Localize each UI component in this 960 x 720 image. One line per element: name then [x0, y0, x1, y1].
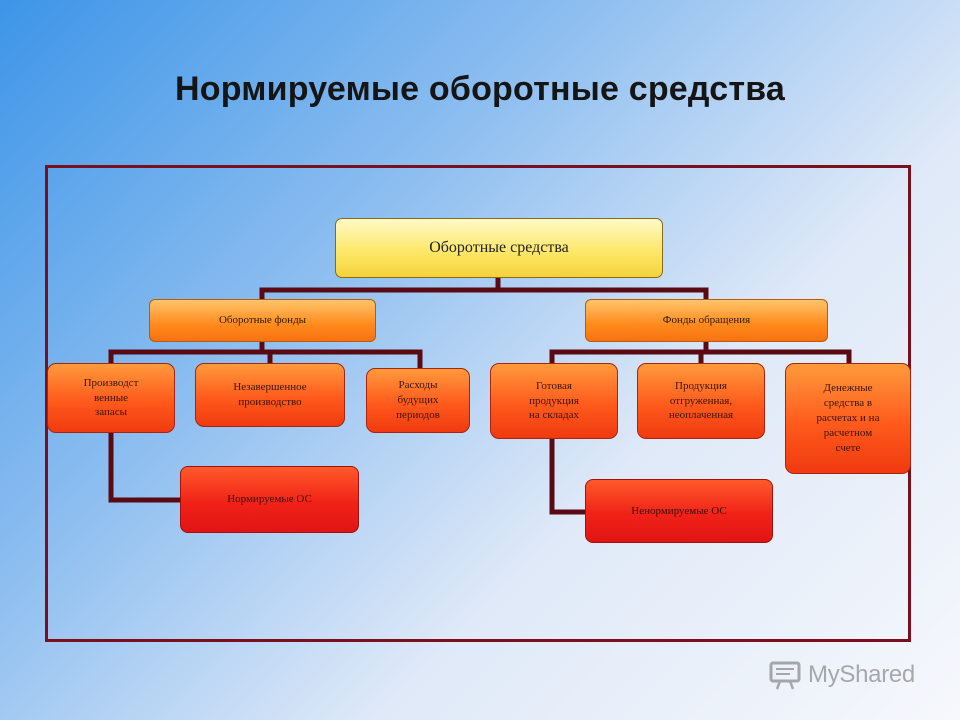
watermark-text: MyShared [808, 661, 915, 688]
leaf-node-finished-goods: Готовая продукция на складах [490, 363, 618, 439]
branch-node-working-funds: Оборотные фонды [149, 299, 376, 342]
result-node-non-normalized: Ненормируемые ОС [585, 479, 773, 543]
result-node-normalized: Нормируемые ОС [180, 466, 359, 533]
leaf-node-cash: Денежные средства в расчетах и на расчет… [785, 363, 911, 474]
leaf-node-shipped-goods: Продукция отгруженная, неоплаченная [637, 363, 765, 439]
myshared-logo-icon [769, 661, 801, 690]
connector-right-result [549, 436, 588, 515]
slide-title: Нормируемые оборотные средства [175, 70, 785, 108]
watermark: MyShared [768, 656, 915, 694]
leaf-node-work-in-progress: Незавершенное производство [195, 363, 345, 427]
branch-node-circulation-funds: Фонды обращения [585, 299, 828, 342]
leaf-node-inventories: Производст венные запасы [47, 363, 175, 433]
leaf-node-deferred-expenses: Расходы будущих периодов [366, 368, 470, 433]
root-node: Оборотные средства [335, 218, 663, 278]
connector-left-result [108, 430, 183, 503]
